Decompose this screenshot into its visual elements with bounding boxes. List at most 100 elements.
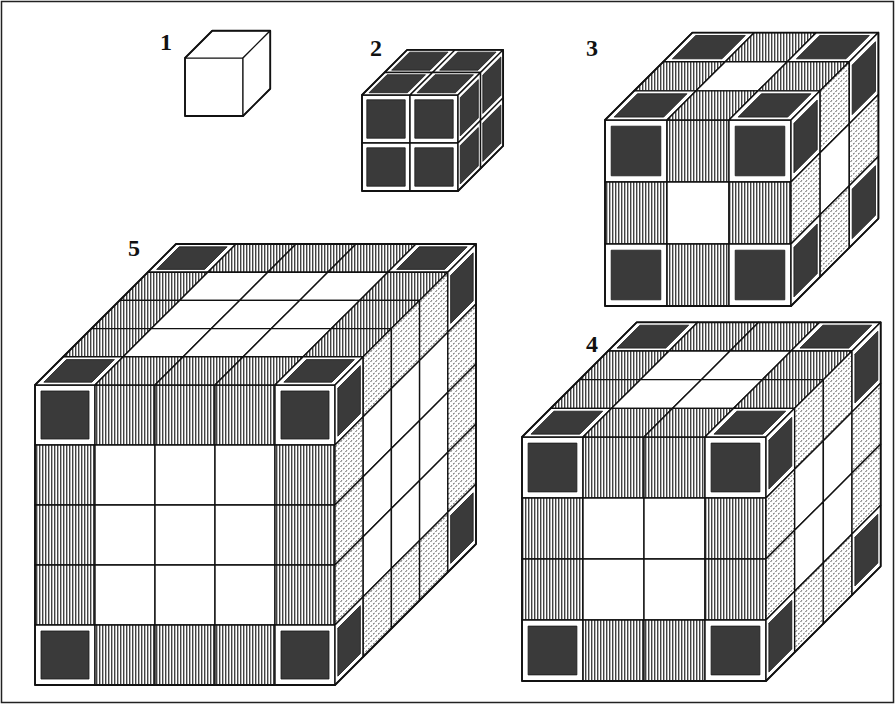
cubelet-face [667, 182, 729, 244]
corner-cubelet-face [531, 411, 603, 434]
corner-cubelet-face [367, 100, 405, 138]
corner-cubelet-face [284, 360, 355, 383]
corner-cubelet-face [415, 100, 453, 138]
cubelet-face [522, 620, 583, 681]
cubelet-face [155, 565, 215, 625]
cubelet-face [667, 244, 729, 306]
callout-number: 3 [586, 36, 598, 60]
corner-cubelet-face [369, 75, 425, 93]
corner-cubelet-face [417, 75, 473, 93]
corner-cubelet-face [769, 600, 792, 672]
corner-cubelet-face [855, 331, 878, 403]
cubelet-face [583, 437, 644, 498]
corner-cubelet-face [611, 126, 661, 176]
corner-cubelet-face [338, 606, 361, 677]
cubelet-face [155, 625, 215, 685]
cubelet-face [605, 244, 667, 306]
callout-number: 1 [160, 30, 172, 54]
corner-cubelet-face [528, 443, 577, 492]
cube-outline [362, 50, 503, 191]
cubelet-face [644, 437, 705, 498]
corner-cubelet-face [794, 224, 817, 297]
cubelet-face [215, 625, 275, 685]
corner-cubelet-face [735, 126, 785, 176]
cubelet-face [35, 385, 95, 445]
cubelet-face [155, 445, 215, 505]
corner-cubelet-face [794, 100, 817, 173]
corner-cubelet-face [392, 52, 448, 70]
cubelet-face [410, 143, 458, 191]
cubelet-face [215, 505, 275, 565]
corner-cubelet-face [460, 128, 478, 184]
corner-cubelet-face [796, 35, 869, 58]
cubelet-face [705, 498, 766, 559]
cubelet-face [35, 445, 95, 505]
corner-cubelet-face [614, 94, 687, 117]
cubelet-face [95, 385, 155, 445]
cubelet-face [362, 95, 410, 143]
corner-cubelet-face [397, 247, 468, 270]
cubelet-face [35, 505, 95, 565]
cubelet-face [185, 58, 243, 116]
cubelet-face [215, 565, 275, 625]
callout-number: 4 [586, 332, 598, 356]
cube-outline [522, 322, 881, 681]
cube-outline [605, 33, 878, 306]
cubelet-face [215, 385, 275, 445]
cubelet-face [705, 437, 766, 498]
cube-outline [185, 31, 270, 116]
corner-cubelet-face [157, 247, 228, 270]
corner-cubelet-face [440, 52, 496, 70]
corner-cubelet-face [281, 631, 329, 679]
cubelet-face [522, 498, 583, 559]
corner-cubelet-face [44, 360, 115, 383]
corner-cubelet-face [460, 80, 478, 136]
cubelet-face [275, 385, 335, 445]
corner-cubelet-face [451, 493, 474, 564]
corner-cubelet-face [800, 325, 872, 348]
corner-cubelet-face [611, 250, 661, 300]
cubelet-face [705, 559, 766, 620]
cubelet-face [35, 625, 95, 685]
cubelet-face [522, 437, 583, 498]
cubelet-face [644, 620, 705, 681]
corner-cubelet-face [672, 35, 745, 58]
corner-cubelet-face [528, 626, 577, 675]
cube-group [35, 31, 881, 685]
corner-cubelet-face [617, 325, 689, 348]
cubelet-face [729, 120, 791, 182]
cubelet-face [583, 559, 644, 620]
cubelet-face [644, 559, 705, 620]
cubelet-face [522, 559, 583, 620]
corner-cubelet-face [415, 148, 453, 186]
corner-cubelet-face [738, 94, 811, 117]
corner-cubelet-face [451, 253, 474, 324]
corner-cubelet-face [852, 42, 875, 115]
cubelet-face [729, 244, 791, 306]
cubelet-face [95, 445, 155, 505]
corner-cubelet-face [338, 366, 361, 437]
corner-cubelet-face [367, 148, 405, 186]
corner-cubelet-face [714, 411, 786, 434]
corner-cubelet-face [281, 391, 329, 439]
callout-number: 2 [370, 36, 382, 60]
corner-cubelet-face [483, 105, 501, 161]
cube-outline [35, 244, 476, 685]
corner-cubelet-face [855, 514, 878, 586]
cubelet-face [35, 565, 95, 625]
cubelet-face [275, 625, 335, 685]
corner-cubelet-face [41, 391, 89, 439]
cubelet-face [95, 625, 155, 685]
corner-cubelet-face [735, 250, 785, 300]
cubelet-face [705, 620, 766, 681]
cubelet-face [605, 120, 667, 182]
cubelet-face [275, 565, 335, 625]
corner-cubelet-face [852, 166, 875, 239]
corner-cubelet-face [769, 417, 792, 489]
cubelet-face [275, 505, 335, 565]
cubelet-face [155, 505, 215, 565]
cubelet-face [583, 620, 644, 681]
cubelet-face [667, 120, 729, 182]
